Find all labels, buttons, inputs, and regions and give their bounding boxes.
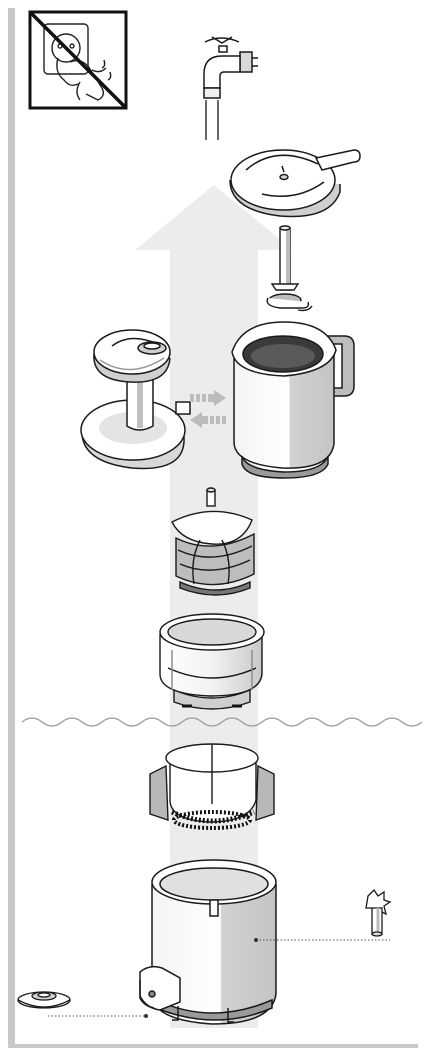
spout-cap <box>18 992 70 1008</box>
bottom-frame-bar <box>8 1044 418 1048</box>
juice-jug <box>232 322 354 478</box>
lid <box>230 150 360 217</box>
strainer <box>160 614 264 709</box>
main-bowl-base <box>140 860 276 1024</box>
leader-dot-base <box>254 938 258 942</box>
leader-dot-cap <box>144 1014 148 1018</box>
left-frame-bar <box>8 8 15 1048</box>
water-tap-icon <box>204 37 258 140</box>
no-water-on-plug-icon <box>30 12 126 108</box>
cleaning-brush <box>366 890 390 936</box>
